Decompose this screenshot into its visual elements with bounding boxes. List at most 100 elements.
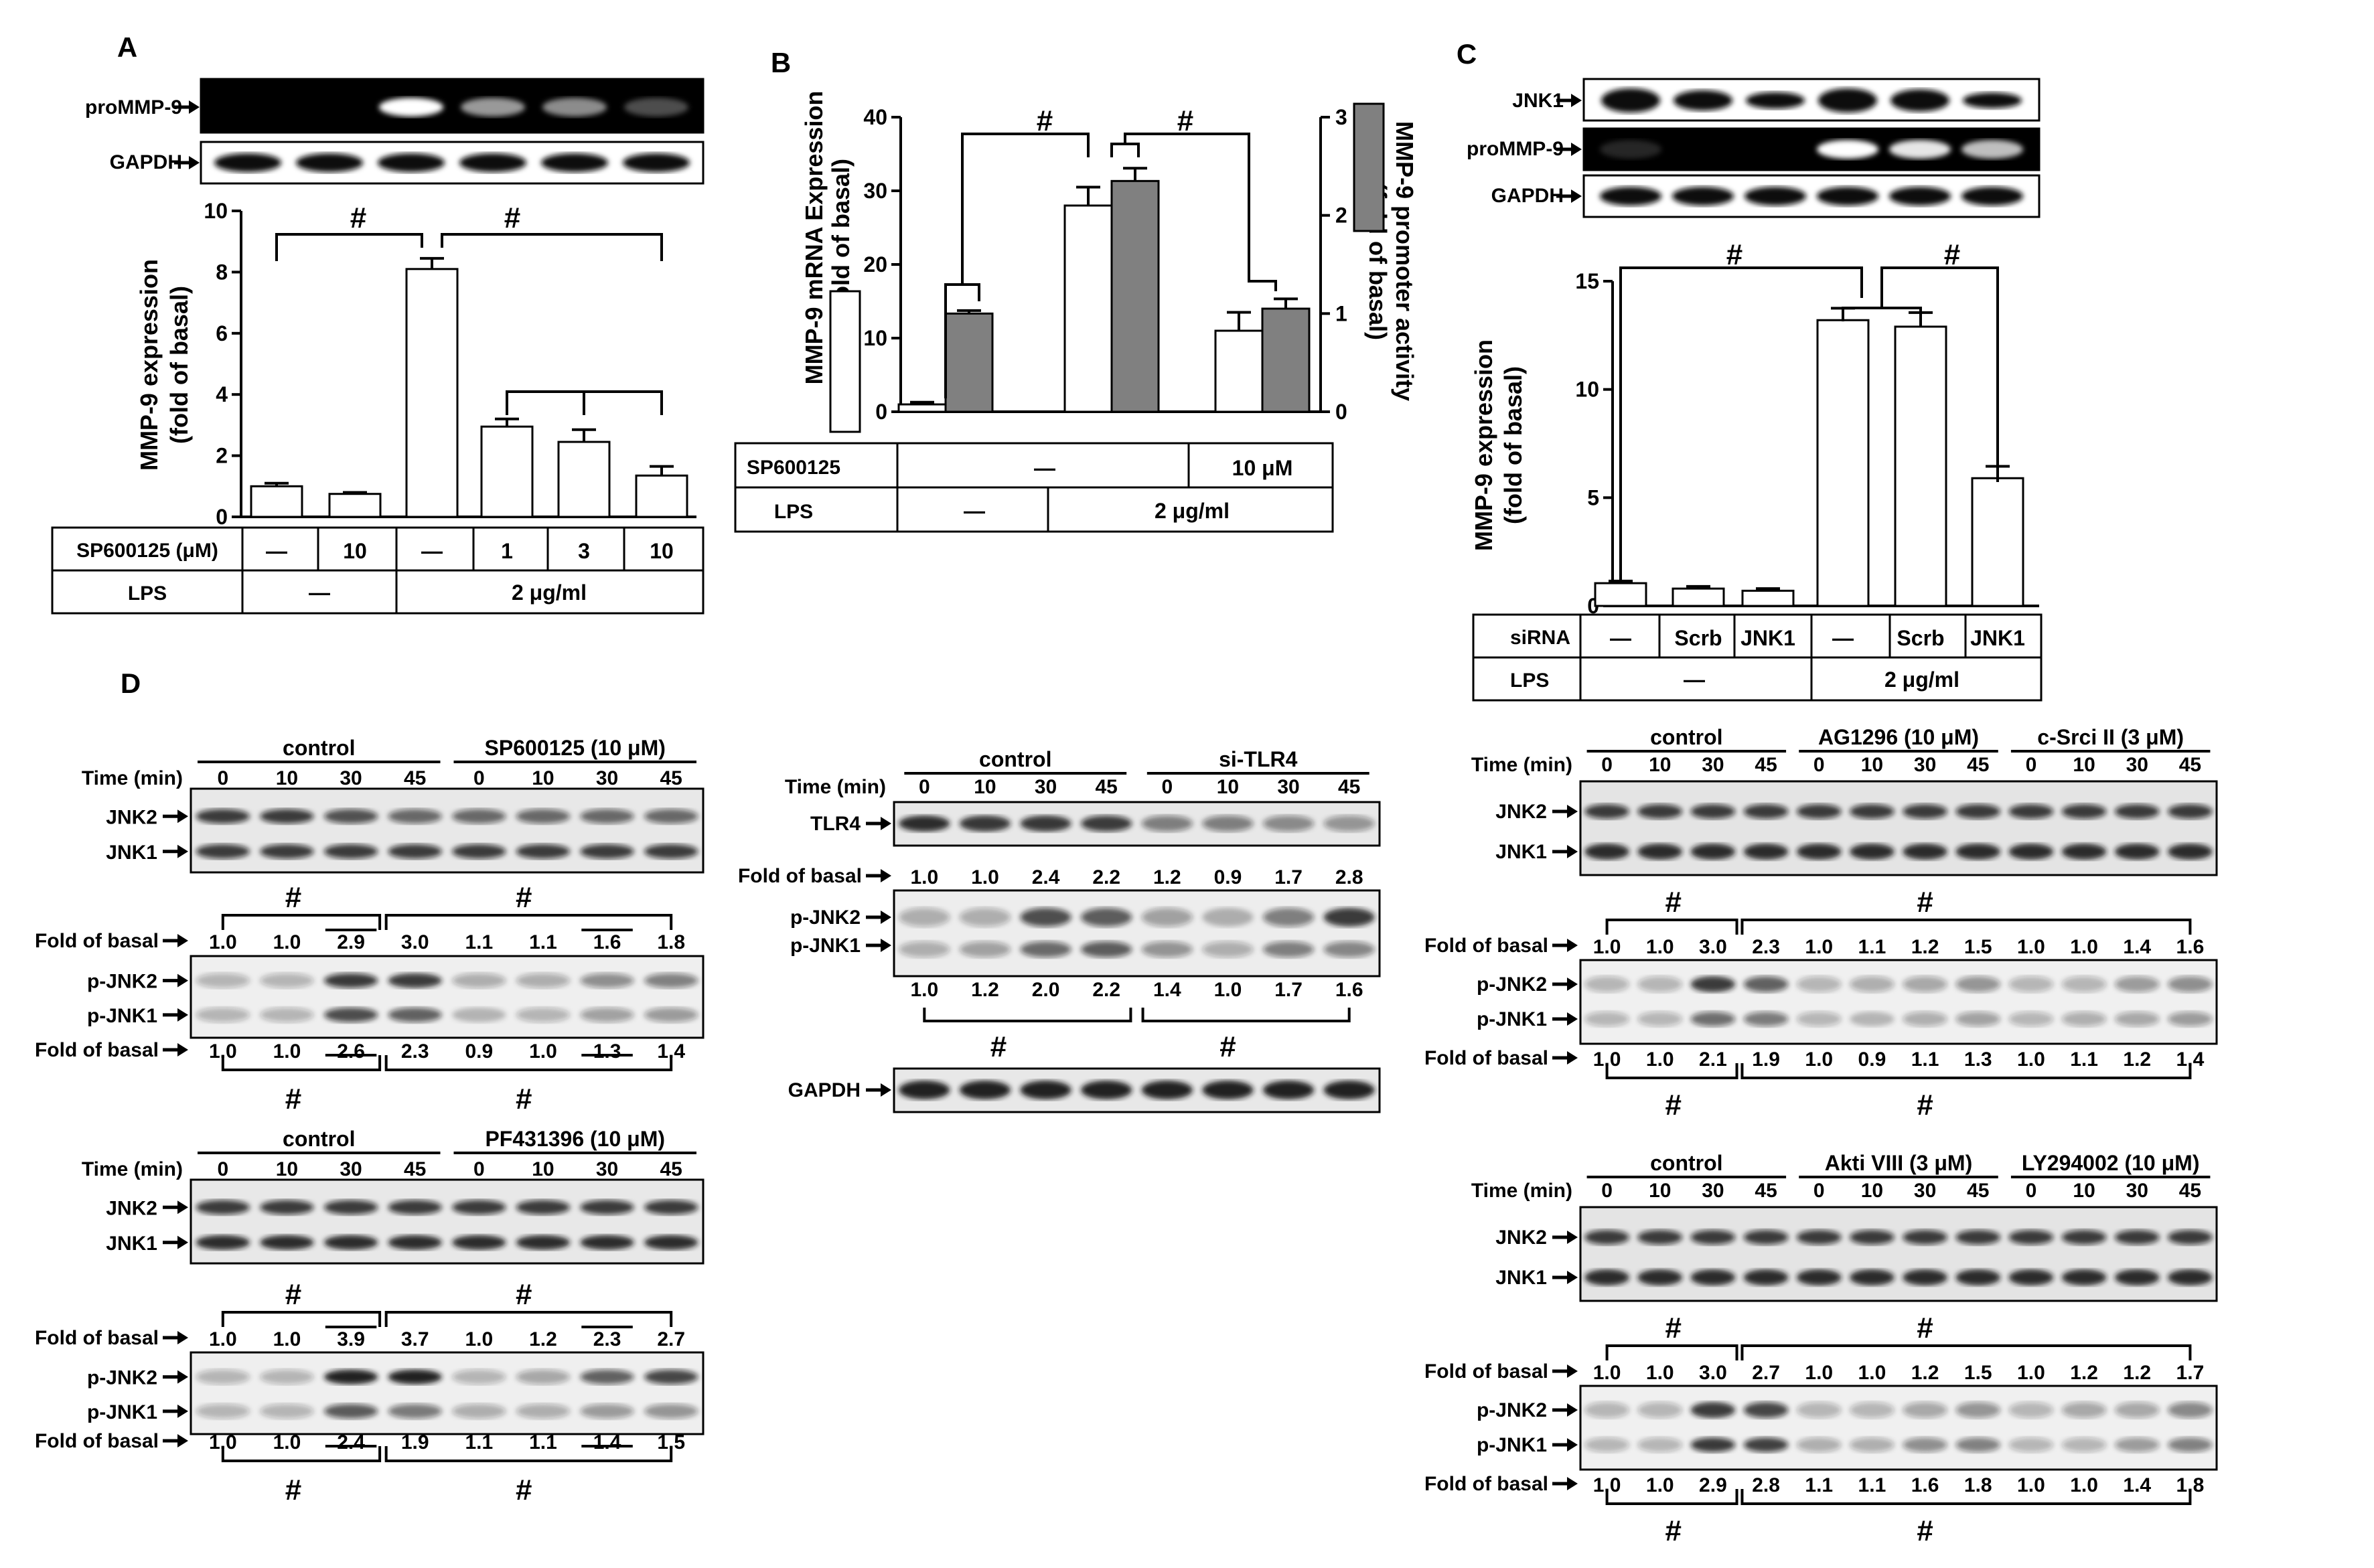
- blot-row-arrow-head: [177, 1235, 188, 1249]
- blot-band-phospho: [1743, 1012, 1789, 1026]
- axis-a-tick-label: 6: [216, 321, 228, 345]
- blot-band-phospho: [516, 973, 571, 988]
- blot-row-label: p-JNK2: [87, 1367, 157, 1389]
- blot-time-value: 30: [2126, 1180, 2148, 1202]
- blot-band-phospho: [2115, 1402, 2160, 1418]
- blot-band-total: [1955, 1230, 2000, 1245]
- fold-value-bottom: 1.0: [273, 1040, 301, 1063]
- blot-row-arrow-head: [881, 817, 891, 830]
- blot-band-phospho: [323, 1369, 378, 1385]
- gel-c-band-jnk1: [1963, 92, 2022, 108]
- blot-band-total: [260, 809, 314, 824]
- fold-value-top: 1.2: [529, 1328, 557, 1350]
- table-c-cell: —: [1832, 626, 1854, 650]
- blot-time-value: 0: [2026, 1180, 2037, 1202]
- bar-c: [1894, 325, 1947, 607]
- fold-value-top: 1.0: [1593, 936, 1621, 958]
- blot-band-total: [644, 844, 698, 859]
- bar-b-mrna: [1063, 204, 1113, 413]
- legend-b-open: [829, 290, 861, 433]
- blot-time-label: Time (min): [1471, 1180, 1572, 1202]
- blot-band-total: [323, 1200, 378, 1215]
- axis-c-tick-label: 10: [1575, 378, 1599, 402]
- table-a-row1-label: SP600125 (μM): [76, 540, 218, 562]
- blot-band-total: [1903, 844, 1947, 860]
- blot-band-total: [1743, 804, 1789, 819]
- fold-value-bottom: 1.9: [1752, 1048, 1780, 1071]
- gel-c-band-gapdh: [1817, 187, 1878, 206]
- blot-band-total: [452, 1235, 506, 1250]
- fold-value-bottom: 1.1: [465, 1431, 493, 1454]
- blot-band-total: [196, 809, 250, 824]
- blot-total-box: [190, 787, 704, 874]
- bar-c: [1594, 582, 1647, 607]
- gel-label-prommp9: proMMP-9: [1467, 138, 1564, 160]
- fold-value-top: 1.6: [2176, 936, 2205, 958]
- sig-bracket-d-bot1: [221, 1055, 382, 1071]
- fold-value-top: 1.5: [1964, 936, 1992, 958]
- blot-band-total: [1797, 844, 1842, 860]
- blot-time-value: 10: [532, 767, 554, 789]
- blot-time-value: 45: [404, 767, 426, 789]
- blot-band-total: [580, 809, 634, 824]
- blot-band-total: [2008, 1230, 2054, 1245]
- table-a-cell: 3: [578, 539, 590, 563]
- fold-value-bottom: 1.1: [529, 1431, 557, 1454]
- blot-band-phospho: [1690, 976, 1736, 992]
- blot-time-value: 10: [974, 776, 996, 798]
- fold-value-top: 1.1: [1858, 936, 1886, 958]
- blot-row-label: JNK2: [1495, 1227, 1547, 1249]
- sig-bracket-d: [1141, 1008, 1351, 1022]
- blot-time-value: 30: [1277, 776, 1299, 798]
- blot-band-total: [260, 1200, 314, 1215]
- fold-value-top: 1.5: [1964, 1362, 1992, 1384]
- blot-band-phospho: [388, 973, 442, 988]
- blot-band-phospho: [1020, 908, 1071, 927]
- c-gapdh-arrow-head: [1571, 189, 1582, 203]
- table-b-sp-none: —: [1034, 456, 1055, 480]
- a-prommp9-arrow-head: [189, 100, 200, 114]
- blot-time-value: 30: [1914, 754, 1936, 776]
- fold-value-bottom: 1.2: [2123, 1048, 2151, 1071]
- table-a-cell: —: [421, 539, 443, 563]
- blot-time-value: 10: [532, 1158, 554, 1180]
- blot-band-total: [1955, 1269, 2000, 1285]
- blot-phospho-box: [893, 889, 1381, 977]
- blot-row-label: p-JNK2: [1477, 1399, 1547, 1421]
- fold-value-bottom: 2.4: [337, 1431, 365, 1454]
- blot-band-phospho: [644, 1369, 698, 1385]
- blot-band-total: [1637, 804, 1682, 819]
- table-b-lps-dose: 2 μg/ml: [1155, 499, 1230, 523]
- blot-time-value: 45: [1096, 776, 1118, 798]
- axis-b-tick-label-right: 3: [1335, 105, 1347, 129]
- sig-mark-d: #: [990, 1030, 1007, 1063]
- sig-mark-d: #: [1917, 1089, 1933, 1121]
- gel-a-band-gapdh: [541, 153, 608, 172]
- blot-band-phospho: [2061, 1402, 2107, 1418]
- blot-band-phospho: [516, 1007, 571, 1022]
- blot-time-value: 45: [2179, 1180, 2201, 1202]
- axis-a-tick-label: 4: [216, 382, 228, 406]
- blot-band-total: [2168, 1269, 2213, 1285]
- blot-row-arrow-head: [177, 1370, 188, 1384]
- blot-band-total: [2061, 1269, 2107, 1285]
- blot-band-gapdh: [899, 1081, 950, 1099]
- blot-time-value: 10: [1649, 1180, 1671, 1202]
- blot-band-tlr4: [1202, 815, 1254, 832]
- fold-value-top: 1.0: [273, 1328, 301, 1350]
- blot-group-label: control: [1650, 725, 1722, 749]
- gel-c-band-prommp9: [1961, 140, 2023, 159]
- axis-b-tick-label-right: 0: [1335, 400, 1347, 424]
- blot-band-total: [1690, 1230, 1736, 1245]
- blot-band-total: [2115, 1269, 2160, 1285]
- blot-time-value: 30: [1702, 1180, 1724, 1202]
- blot-row-arrow-head: [1567, 1231, 1578, 1244]
- blot-phospho-box: [190, 955, 704, 1039]
- gel-c-band-prommp9: [1889, 140, 1951, 159]
- axis-b-tick-label-left: 30: [863, 179, 887, 203]
- blot-band-total: [1850, 804, 1895, 819]
- blot-band-phospho: [1955, 1012, 2000, 1026]
- fold-value-bottom: 2.9: [1699, 1474, 1727, 1496]
- axis-b-tick-label-left: 20: [863, 252, 887, 277]
- bar-a: [557, 441, 611, 518]
